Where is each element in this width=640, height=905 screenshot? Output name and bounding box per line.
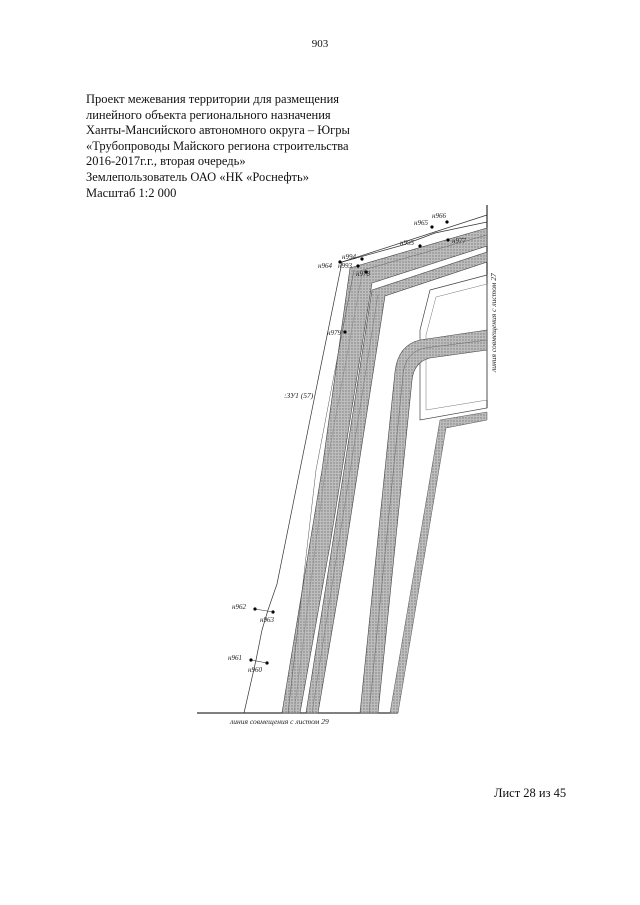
- point-label: н964: [318, 262, 332, 270]
- point-label: н966: [432, 212, 446, 220]
- parcel-boundary: [243, 221, 488, 714]
- header-line: «Трубопроводы Майского региона строитель…: [86, 138, 349, 153]
- pipeline-line: [355, 234, 488, 273]
- point-label: н962: [232, 603, 246, 611]
- match-line-label-bottom: линия совмещения с листом 29: [229, 717, 329, 726]
- header-line: Проект межевания территории для размещен…: [86, 92, 340, 106]
- pipeline-line: [293, 273, 363, 714]
- parcel-label: :ЗУ1 (57): [284, 391, 314, 400]
- parcel-boundary-upper: [341, 214, 488, 263]
- corridor-right: [359, 329, 488, 714]
- point-label: н965: [414, 219, 428, 227]
- point-label: н978: [356, 270, 370, 278]
- point-label: н993: [338, 262, 352, 270]
- point-label: н963: [260, 616, 274, 624]
- scale-line: Масштаб 1:2 000: [86, 185, 177, 200]
- point-label: н977: [452, 237, 466, 245]
- corridor-left: [281, 227, 488, 714]
- point-label: н960: [248, 666, 262, 674]
- point-label: н961: [228, 654, 242, 662]
- pipeline-line: [311, 293, 379, 714]
- point-label: н979: [327, 329, 341, 337]
- corridor-middle: [305, 251, 488, 714]
- site-pad-inner: [425, 283, 488, 411]
- site-pad: [419, 274, 488, 421]
- document-header: Проект межевания территории для размещен…: [86, 92, 386, 201]
- header-line: линейного объекта регионального назначен…: [86, 107, 331, 122]
- sheet-number: Лист 28 из 45: [494, 786, 567, 800]
- corridor-right-edge: [389, 411, 488, 714]
- pipeline-line: [368, 339, 488, 714]
- header-line: Землепользователь ОАО «НК «Роснефть»: [86, 169, 309, 184]
- page-number: 903: [311, 38, 329, 50]
- point-label: н994: [342, 253, 356, 261]
- header-line: 2016-2017г.г., вторая очередь»: [86, 154, 246, 169]
- point-label: н995: [400, 239, 414, 247]
- pipeline-line: [287, 269, 355, 714]
- boundary-points: н965 н966 н977 н995 н994 н993 н964 н978 …: [228, 212, 466, 674]
- match-line-label-right: линия совмещения с листом 27: [489, 273, 498, 373]
- header-line: Ханты-Мансийского автономного округа – Ю…: [86, 123, 350, 138]
